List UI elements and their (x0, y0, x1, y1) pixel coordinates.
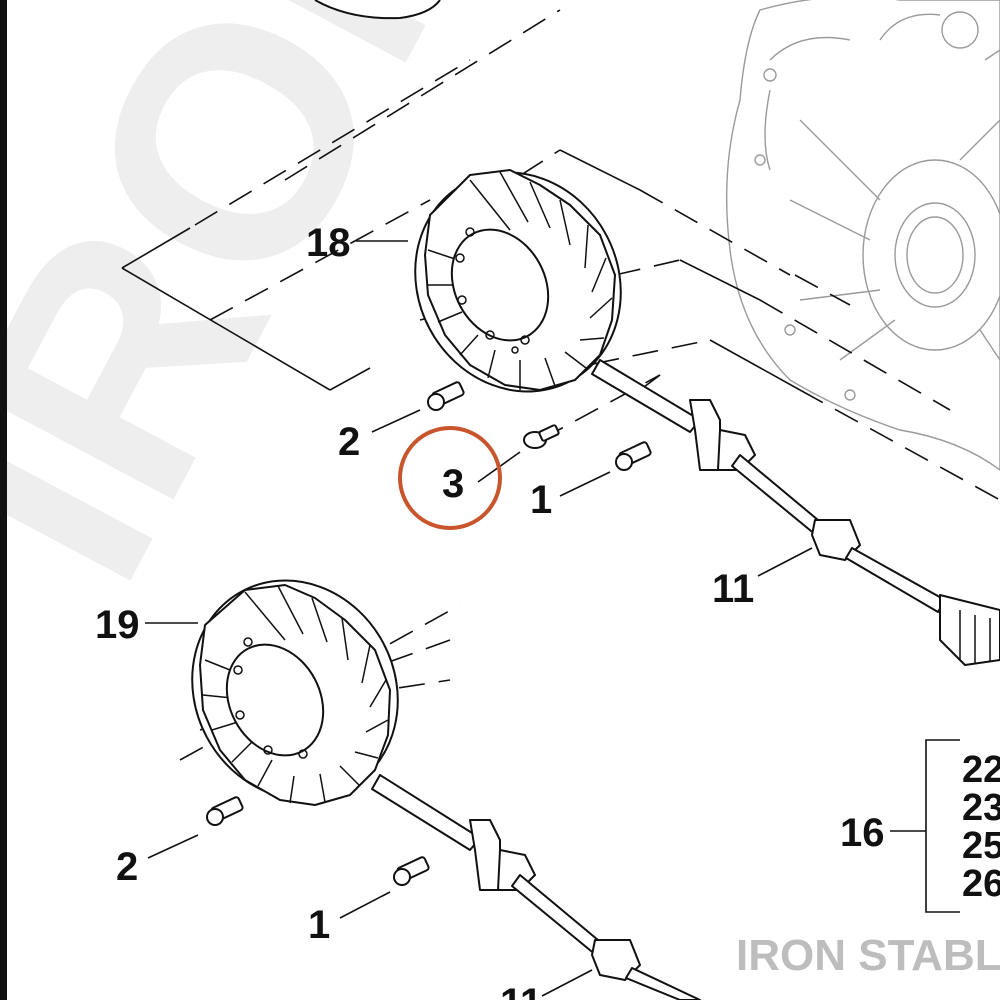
callout-18: 18 (306, 221, 351, 265)
stator-19 (191, 579, 399, 806)
screw-2-top (427, 381, 465, 411)
harness-19 (371, 774, 701, 1000)
left-border (0, 0, 7, 1000)
bracket-item-23: 23 (962, 787, 1000, 829)
screw-1-top (615, 441, 652, 471)
callout-1-top: 1 (530, 478, 552, 522)
leader-lines (145, 240, 926, 997)
bracket-item-25: 25 (962, 825, 1000, 867)
callout-3: 3 (442, 462, 464, 506)
callout-19: 19 (95, 603, 140, 647)
engine-case-ghost (725, 0, 1000, 471)
callout-2-top: 2 (338, 420, 360, 464)
callout-2-bottom: 2 (116, 845, 138, 889)
top-cover-fragment (314, 0, 441, 20)
bracket-16 (925, 739, 960, 913)
screw-1-bottom (393, 856, 430, 886)
callout-11-bottom: 11 (500, 981, 542, 1000)
stator-18 (414, 169, 622, 393)
highlight-circle (398, 426, 502, 530)
callout-16: 16 (840, 811, 885, 855)
callout-11-top: 11 (712, 567, 754, 611)
callout-1-bottom: 1 (308, 903, 330, 947)
screw-2-bottom (206, 796, 244, 826)
bracket-item-26: 26 (962, 863, 1000, 905)
brand-label: IRON STABLE (736, 931, 1000, 980)
washer-3 (523, 424, 560, 449)
bracket-item-22: 22 (962, 749, 1000, 791)
harness-18 (591, 359, 1000, 666)
